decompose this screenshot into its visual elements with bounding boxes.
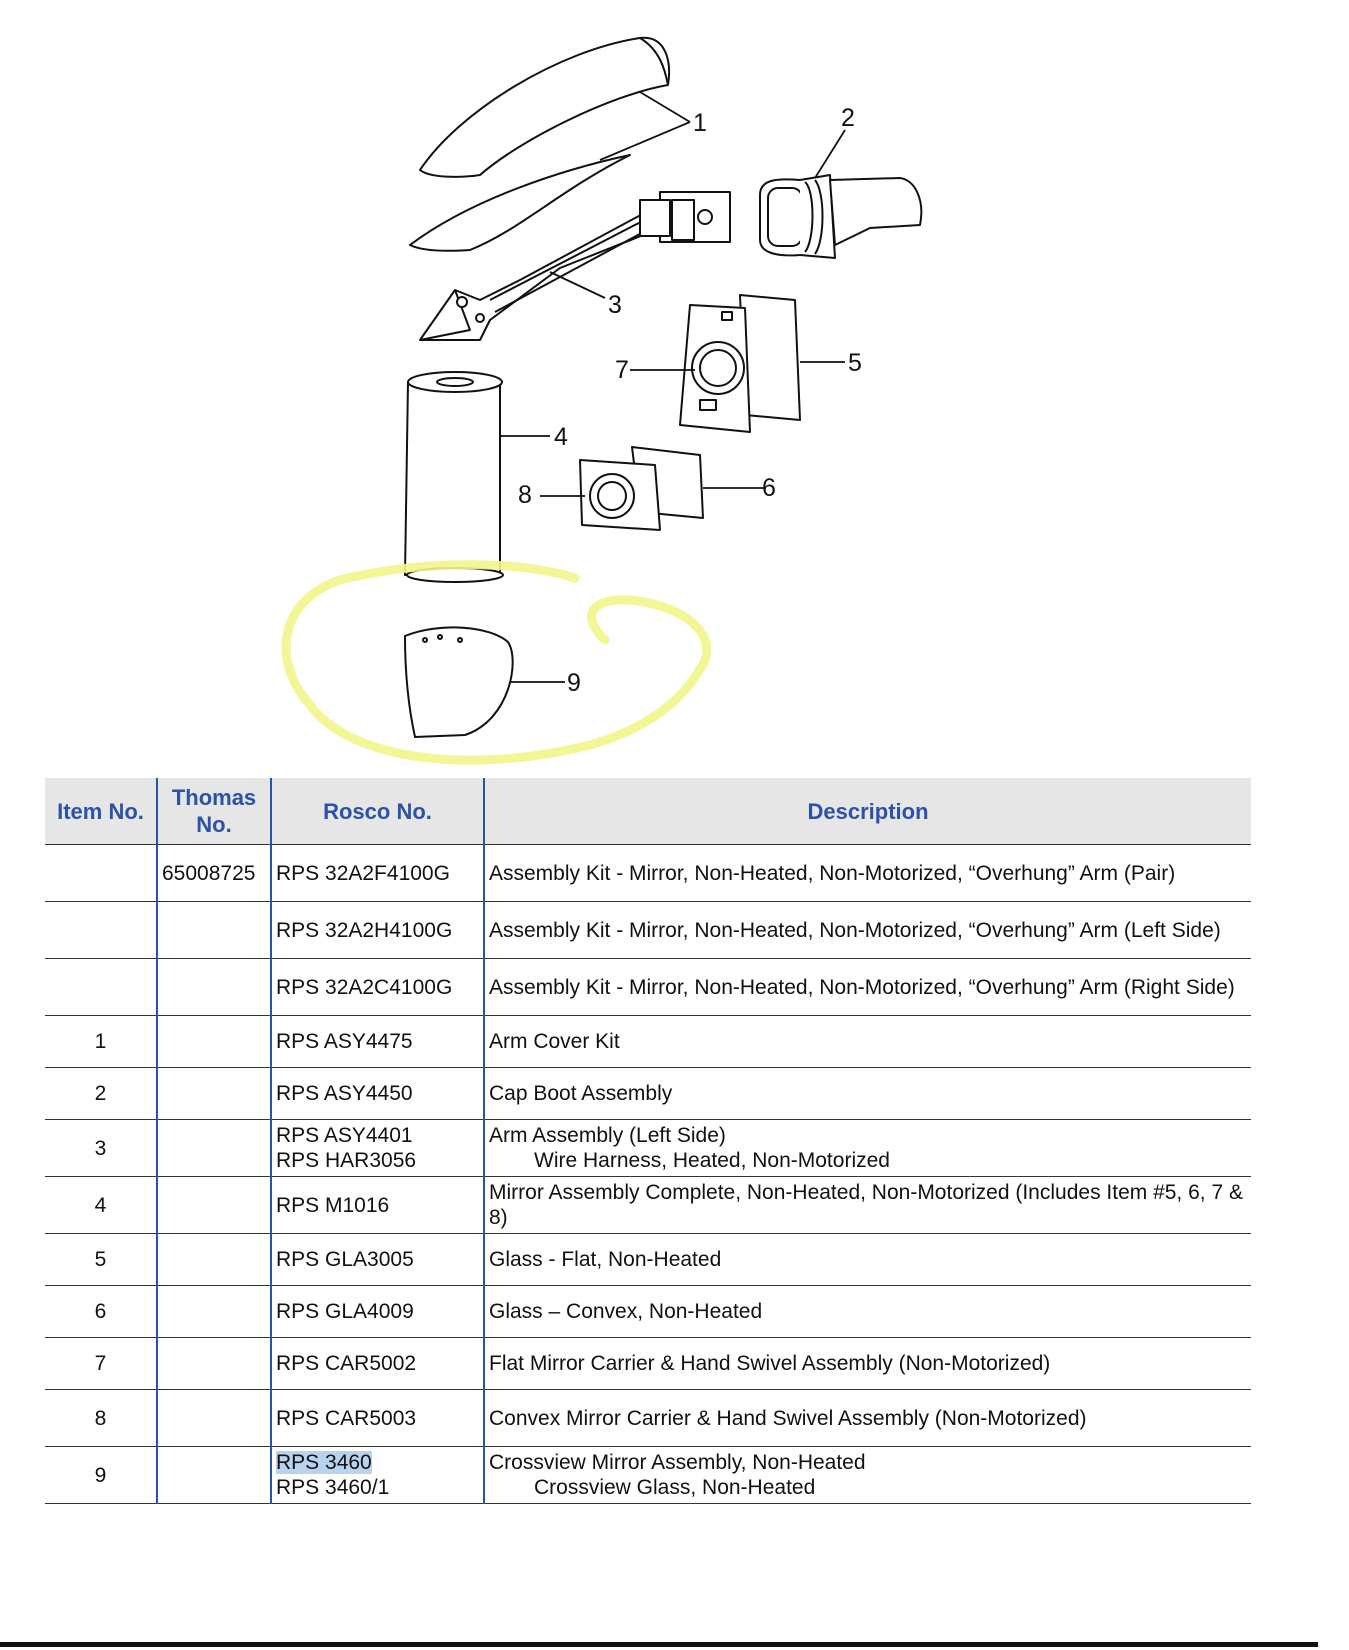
page-bottom-rule bbox=[0, 1642, 1318, 1647]
mirror-housing-part bbox=[404, 371, 504, 583]
rosco-no-cell: RPS CAR5002 bbox=[271, 1337, 485, 1390]
callout-2: 2 bbox=[841, 104, 855, 132]
description-line: Arm Assembly (Left Side) bbox=[489, 1124, 726, 1147]
item-no-cell: 3 bbox=[45, 1119, 158, 1177]
thomas-no-cell bbox=[157, 1446, 272, 1504]
cap-boot-part bbox=[759, 174, 923, 259]
description-cell: Arm Assembly (Left Side)Wire Harness, He… bbox=[484, 1119, 1251, 1177]
description-cell: Mirror Assembly Complete, Non-Heated, No… bbox=[484, 1176, 1251, 1234]
callout-1: 1 bbox=[693, 109, 707, 137]
crossview-mirror-part bbox=[404, 626, 514, 738]
highlight-circle bbox=[281, 560, 712, 765]
col-item-no: Item No. bbox=[45, 778, 158, 845]
callout-4: 4 bbox=[554, 423, 568, 451]
description-line: Crossview Mirror Assembly, Non-Heated bbox=[489, 1451, 866, 1474]
thomas-no-cell bbox=[157, 1119, 272, 1177]
rosco-no-cell: RPS CAR5003 bbox=[271, 1389, 485, 1447]
arm-assembly-part bbox=[419, 191, 731, 341]
parts-diagram: 1 2 3 4 5 6 7 8 9 bbox=[281, 36, 923, 765]
rosco-no-cell: RPS M1016 bbox=[271, 1176, 485, 1234]
thomas-no-cell bbox=[157, 1176, 272, 1234]
rosco-no-cell: RPS 32A2C4100G bbox=[271, 958, 485, 1016]
table-row: RPS 32A2C4100G Assembly Kit - Mirror, No… bbox=[45, 958, 1251, 1016]
description-cell: Cap Boot Assembly bbox=[484, 1067, 1251, 1120]
item-no-cell: 6 bbox=[45, 1285, 158, 1338]
item-no-cell: 9 bbox=[45, 1446, 158, 1504]
description-cell: Assembly Kit - Mirror, Non-Heated, Non-M… bbox=[484, 958, 1251, 1016]
table-row: RPS 32A2H4100G Assembly Kit - Mirror, No… bbox=[45, 901, 1251, 959]
col-rosco-no: Rosco No. bbox=[271, 778, 485, 845]
table-row: 5 RPS GLA3005 Glass - Flat, Non-Heated bbox=[45, 1233, 1251, 1286]
item-no-cell: 7 bbox=[45, 1337, 158, 1390]
description-cell: Glass - Flat, Non-Heated bbox=[484, 1233, 1251, 1286]
table-row: 65008725 RPS 32A2F4100G Assembly Kit - M… bbox=[45, 844, 1251, 902]
rosco-no-cell: RPS 32A2F4100G bbox=[271, 844, 485, 902]
description-cell: Convex Mirror Carrier & Hand Swivel Asse… bbox=[484, 1389, 1251, 1447]
item-no-cell: 5 bbox=[45, 1233, 158, 1286]
description-cell: Assembly Kit - Mirror, Non-Heated, Non-M… bbox=[484, 844, 1251, 902]
item-no-cell bbox=[45, 958, 158, 1016]
item-no-cell bbox=[45, 844, 158, 902]
item-no-cell: 8 bbox=[45, 1389, 158, 1447]
rosco-no-cell: RPS GLA4009 bbox=[271, 1285, 485, 1338]
col-description: Description bbox=[484, 778, 1251, 845]
table-row: 6 RPS GLA4009 Glass – Convex, Non-Heated bbox=[45, 1285, 1251, 1338]
table-row: 2 RPS ASY4450 Cap Boot Assembly bbox=[45, 1067, 1251, 1120]
description-subline: Wire Harness, Heated, Non-Motorized bbox=[534, 1149, 890, 1172]
description-subline: Crossview Glass, Non-Heated bbox=[534, 1476, 816, 1499]
thomas-no-cell bbox=[157, 1337, 272, 1390]
table-row: 8 RPS CAR5003 Convex Mirror Carrier & Ha… bbox=[45, 1389, 1251, 1447]
rosco-no-line: RPS HAR3056 bbox=[276, 1149, 417, 1172]
description-cell: Flat Mirror Carrier & Hand Swivel Assemb… bbox=[484, 1337, 1251, 1390]
table-row: 4 RPS M1016 Mirror Assembly Complete, No… bbox=[45, 1176, 1251, 1234]
arm-cover-part bbox=[409, 36, 670, 252]
callout-9: 9 bbox=[567, 669, 581, 697]
item-no-cell: 4 bbox=[45, 1176, 158, 1234]
rosco-no-cell: RPS 32A2H4100G bbox=[271, 901, 485, 959]
col-thomas-no-line2: No. bbox=[196, 812, 232, 837]
thomas-no-cell bbox=[157, 1285, 272, 1338]
item-no-cell bbox=[45, 901, 158, 959]
rosco-no-line: RPS 3460/1 bbox=[276, 1476, 390, 1499]
callout-8: 8 bbox=[518, 481, 532, 509]
thomas-no-cell: 65008725 bbox=[157, 844, 272, 902]
thomas-no-cell bbox=[157, 958, 272, 1016]
callout-3: 3 bbox=[608, 291, 622, 319]
description-cell: Assembly Kit - Mirror, Non-Heated, Non-M… bbox=[484, 901, 1251, 959]
rosco-no-cell: RPS GLA3005 bbox=[271, 1233, 485, 1286]
item-no-cell: 1 bbox=[45, 1015, 158, 1068]
col-thomas-no-line1: Thomas bbox=[171, 785, 257, 810]
selected-text[interactable]: RPS 3460 bbox=[276, 1451, 372, 1474]
callout-5: 5 bbox=[848, 349, 862, 377]
thomas-no-cell bbox=[157, 901, 272, 959]
thomas-no-cell bbox=[157, 1233, 272, 1286]
rosco-no-cell: RPS ASY4475 bbox=[271, 1015, 485, 1068]
callout-7: 7 bbox=[615, 356, 629, 384]
rosco-no-line: RPS ASY4401 bbox=[276, 1124, 413, 1147]
convex-carrier-part bbox=[579, 459, 661, 531]
flat-carrier-part bbox=[679, 304, 751, 433]
table-row: 1 RPS ASY4475 Arm Cover Kit bbox=[45, 1015, 1251, 1068]
description-cell: Arm Cover Kit bbox=[484, 1015, 1251, 1068]
table-row: 7 RPS CAR5002 Flat Mirror Carrier & Hand… bbox=[45, 1337, 1251, 1390]
rosco-no-cell: RPS ASY4450 bbox=[271, 1067, 485, 1120]
callout-6: 6 bbox=[762, 474, 776, 502]
thomas-no-cell bbox=[157, 1067, 272, 1120]
item-no-cell: 2 bbox=[45, 1067, 158, 1120]
description-cell: Glass – Convex, Non-Heated bbox=[484, 1285, 1251, 1338]
thomas-no-cell bbox=[157, 1389, 272, 1447]
thomas-no-cell bbox=[157, 1015, 272, 1068]
